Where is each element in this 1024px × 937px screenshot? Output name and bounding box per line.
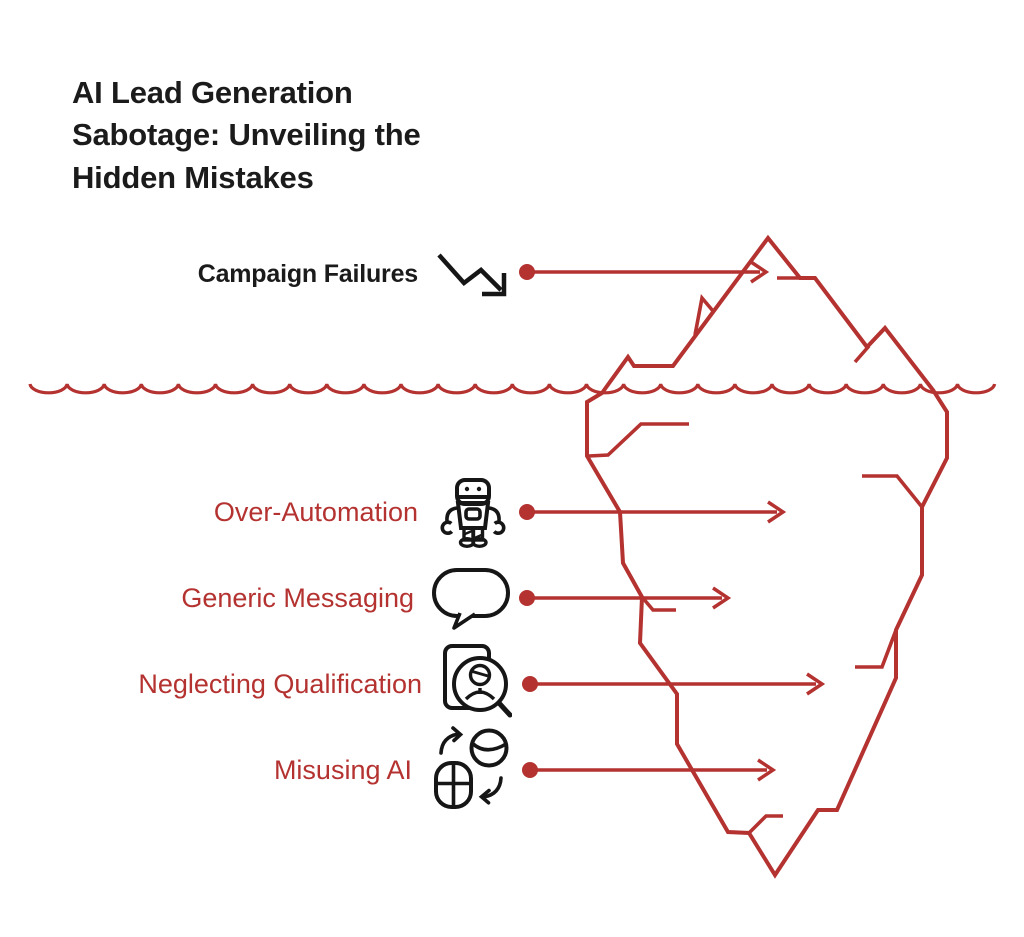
arrowhead-icon	[806, 672, 826, 696]
waterline	[28, 383, 997, 395]
arrowhead-icon	[750, 260, 770, 284]
iceberg-crack-bottom	[747, 814, 783, 835]
row-over-automation: Over-Automation	[0, 464, 512, 560]
iceberg-crack-stub	[853, 344, 871, 364]
row-campaign-failures: Campaign Failures	[0, 226, 512, 322]
page-title: AI Lead Generation Sabotage: Unveiling t…	[72, 72, 421, 199]
connector-campaign-failures	[519, 260, 770, 284]
arrowhead-icon	[712, 586, 732, 610]
label-over-automation: Over-Automation	[213, 496, 418, 527]
row-misusing-ai: Misusing AI	[0, 722, 512, 818]
trend-down-icon	[434, 250, 512, 298]
robot-icon	[434, 476, 512, 548]
iceberg-crack-mid	[640, 595, 676, 612]
title-line: AI Lead Generation	[72, 75, 353, 110]
title-line: Hidden Mistakes	[72, 159, 314, 195]
connector-misusing-ai	[522, 758, 777, 782]
label-campaign-failures: Campaign Failures	[197, 259, 418, 288]
iceberg-crack-right	[862, 474, 924, 509]
profile-search-icon	[438, 642, 512, 726]
row-neglecting-qualification: Neglecting Qualification	[0, 636, 512, 732]
label-neglecting-qualification: Neglecting Qualification	[138, 668, 422, 699]
arrowhead-icon	[767, 500, 787, 524]
iceberg-crack-left	[588, 422, 689, 458]
human-ai-exchange-icon	[428, 725, 512, 815]
speech-bubble-icon	[430, 566, 512, 630]
iceberg-crack-lower-right	[855, 629, 898, 669]
iceberg-outline	[585, 234, 949, 879]
connector-neglecting-qualification	[522, 672, 826, 696]
iceberg-spur	[693, 293, 715, 336]
connector-over-automation	[519, 500, 787, 524]
connector-generic-messaging	[519, 586, 732, 610]
row-generic-messaging: Generic Messaging	[0, 550, 512, 646]
arrowhead-icon	[757, 758, 777, 782]
label-misusing-ai: Misusing AI	[273, 754, 412, 785]
label-generic-messaging: Generic Messaging	[181, 582, 414, 613]
title-line: Sabotage: Unveiling the	[72, 117, 421, 153]
iceberg	[585, 234, 949, 879]
